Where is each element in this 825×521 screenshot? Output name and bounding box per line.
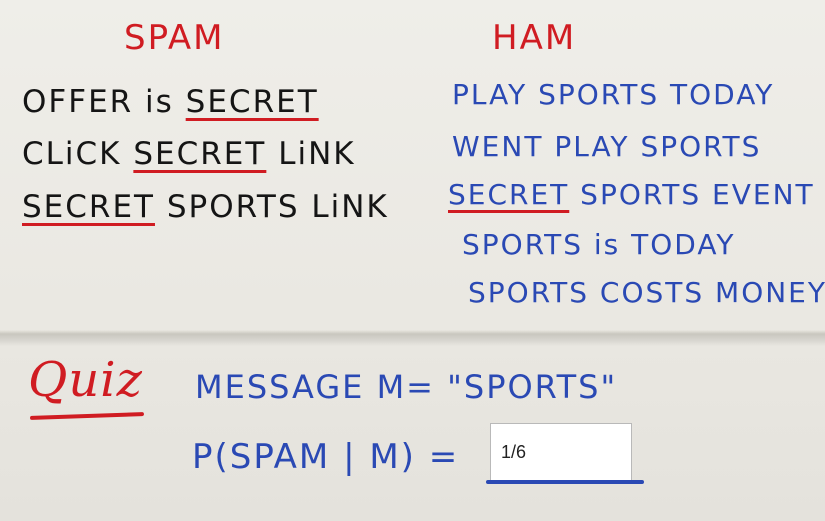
answer-underline (486, 480, 644, 484)
message-statement: MESSAGE M= "SPORTS" (195, 368, 618, 406)
secret-underline: SECRET (448, 178, 570, 211)
quiz-underline (29, 412, 145, 420)
ham-heading: HAM (492, 18, 577, 58)
spam-message-2: CLiCK SECRET LiNK (22, 136, 356, 172)
ham-message-3: SECRET SPORTS EVENT (448, 178, 815, 211)
spam-message-3: SECRET SPORTS LiNK (22, 189, 389, 225)
secret-underline: SECRET (185, 84, 319, 120)
quiz-label: Quiz (28, 352, 143, 408)
ham-message-1: PLAY SPORTS TODAY (452, 78, 775, 111)
secret-underline: SECRET (133, 136, 267, 172)
ham-message-2: WENT PLAY SPORTS (452, 130, 762, 163)
secret-underline: SECRET (22, 189, 155, 225)
ham-message-5: SPORTS COSTS MONEY (468, 276, 825, 309)
spam-message-1: OFFER is SECRET (22, 84, 319, 120)
answer-input[interactable] (490, 423, 632, 481)
spam-heading: SPAM (124, 18, 225, 58)
ham-message-4: SPORTS is TODAY (462, 228, 736, 261)
probability-question: P(SPAM | M) = (192, 437, 460, 477)
